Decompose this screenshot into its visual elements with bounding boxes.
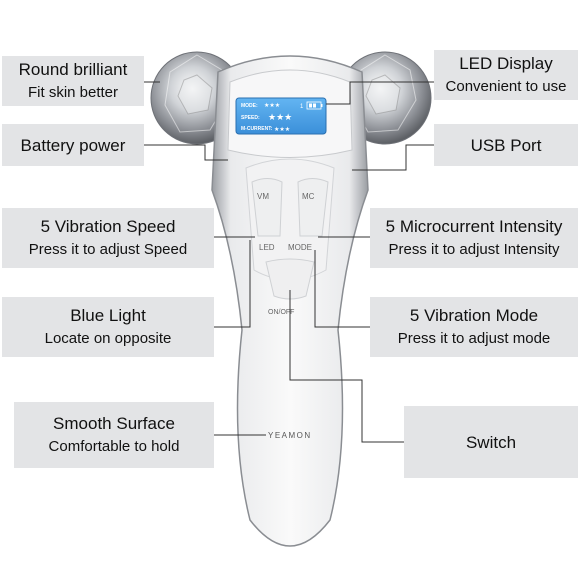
label-led-display-title: LED Display: [459, 54, 553, 73]
label-battery-power-title: Battery power: [20, 135, 126, 155]
label-round-brilliant-subtitle: Fit skin better: [27, 84, 119, 101]
battery-icon: [306, 101, 323, 110]
screen-speed-value: ★★★: [268, 112, 292, 122]
label-microcurrent: 5 Microcurrent Intensity Press it to adj…: [370, 208, 578, 268]
screen-mode-value: ★★★: [264, 102, 280, 109]
label-vibration-speed-subtitle: Press it to adjust Speed: [28, 241, 188, 258]
label-vibration-mode: 5 Vibration Mode Press it to adjust mode: [370, 297, 578, 357]
label-switch: Switch: [404, 406, 578, 478]
label-led-display: LED Display Convenient to use: [434, 50, 578, 100]
vm-button[interactable]: [251, 178, 283, 237]
screen-battery-digit: 1: [300, 104, 304, 110]
on-off-label: ON/OFF: [268, 309, 294, 316]
label-smooth-surface-title: Smooth Surface: [53, 414, 175, 433]
mode-button-label: MODE: [288, 243, 312, 252]
screen-mode-label: MODE:: [241, 103, 258, 109]
label-round-brilliant: Round brilliant Fit skin better: [2, 56, 144, 106]
label-switch-title: Switch: [465, 432, 517, 452]
screen-current-value: ★★★: [274, 126, 290, 133]
label-usb-port: USB Port: [434, 124, 578, 166]
label-microcurrent-title: 5 Microcurrent Intensity: [385, 217, 563, 236]
label-battery-power: Battery power: [2, 124, 144, 166]
leader-led-display: [326, 81, 434, 105]
label-usb-port-title: USB Port: [470, 135, 542, 155]
lcd-screen: [235, 97, 327, 135]
label-microcurrent-subtitle: Press it to adjust Intensity: [388, 241, 560, 258]
label-vibration-speed: 5 Vibration Speed Press it to adjust Spe…: [2, 208, 214, 268]
label-blue-light-subtitle: Locate on opposite: [44, 330, 172, 347]
leader-usb-port: [352, 144, 434, 171]
brand-logo: YEAMON: [268, 431, 312, 440]
label-vibration-speed-title: 5 Vibration Speed: [40, 217, 176, 236]
vm-button-label: VM: [257, 192, 269, 201]
leader-vibration-mode: [314, 250, 370, 328]
screen-speed-label: SPEED:: [241, 115, 260, 121]
label-round-brilliant-title: Round brilliant: [18, 60, 128, 79]
label-blue-light-title: Blue Light: [70, 306, 146, 325]
label-vibration-mode-title: 5 Vibration Mode: [409, 306, 539, 325]
label-smooth-surface-subtitle: Comfortable to hold: [48, 438, 180, 455]
leader-blue-light: [214, 240, 251, 328]
label-blue-light: Blue Light Locate on opposite: [2, 297, 214, 357]
label-led-display-subtitle: Convenient to use: [445, 78, 567, 95]
led-button-label: LED: [259, 243, 275, 252]
label-smooth-surface: Smooth Surface Comfortable to hold: [14, 402, 214, 468]
mc-button-label: MC: [302, 192, 315, 201]
leader-battery-power: [144, 144, 228, 161]
screen-current-label: M-CURRENT:: [241, 126, 273, 132]
leader-switch: [289, 290, 404, 443]
power-button[interactable]: [265, 258, 315, 300]
label-vibration-mode-subtitle: Press it to adjust mode: [397, 330, 551, 347]
mc-button[interactable]: [297, 178, 329, 237]
